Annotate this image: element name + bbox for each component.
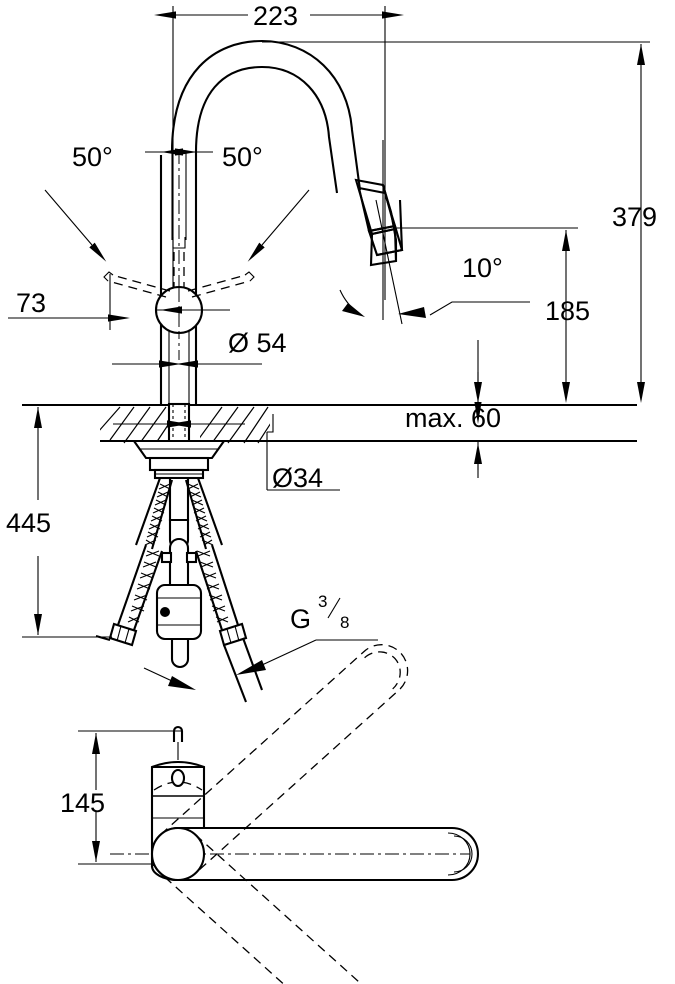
dimension-145: 145 — [60, 730, 182, 865]
dimension-445: 445 — [6, 404, 112, 638]
dimension-379: 379 — [262, 41, 657, 403]
dimension-angle-right: 50° — [222, 142, 310, 262]
dimension-label-10: 10° — [462, 253, 503, 283]
dimension-d34: Ø34 — [113, 414, 340, 493]
dimension-label-145: 145 — [60, 788, 105, 818]
plan-handle-lever — [172, 725, 184, 760]
dimension-label-379: 379 — [612, 202, 657, 232]
dimension-label-g: G — [290, 604, 311, 634]
dimension-185: 185 — [395, 227, 590, 403]
dimension-label-g-denominator: 8 — [340, 613, 349, 632]
dimension-label-d54: Ø 54 — [228, 328, 287, 358]
dimension-d54: Ø 54 — [112, 328, 287, 404]
plan-spout-swing-positions — [160, 644, 409, 984]
mounting-flange-assembly — [131, 439, 227, 480]
dimension-angle-10: 10° — [339, 140, 530, 325]
spout-gooseneck — [170, 39, 362, 194]
tap-body-column — [159, 150, 198, 404]
dimension-max60: max. 60 — [405, 340, 501, 478]
dimension-label-max60: max. 60 — [405, 403, 501, 433]
plan-view: 145 — [60, 644, 480, 984]
elevation-view: 223 — [6, 1, 657, 703]
dimension-angle-left: 50° — [44, 142, 213, 262]
dimension-spout-reach: 223 — [154, 1, 404, 300]
dimension-label-50-right: 50° — [222, 142, 263, 172]
dimension-label-73: 73 — [16, 288, 46, 318]
dimension-73: 73 — [8, 274, 130, 330]
handle-swing-positions — [103, 271, 255, 298]
dimension-label-d34: Ø34 — [272, 463, 323, 493]
dimension-label-185: 185 — [545, 296, 590, 326]
hose-weight-assembly — [95, 537, 263, 703]
dimension-label-223: 223 — [253, 1, 298, 31]
dimension-label-50-left: 50° — [72, 142, 113, 172]
plan-spout — [110, 826, 480, 882]
dimension-g38: G 3 8 — [143, 592, 378, 690]
dimension-label-445: 445 — [6, 508, 51, 538]
dimension-label-g-numerator: 3 — [318, 592, 327, 611]
spray-head — [354, 178, 404, 267]
